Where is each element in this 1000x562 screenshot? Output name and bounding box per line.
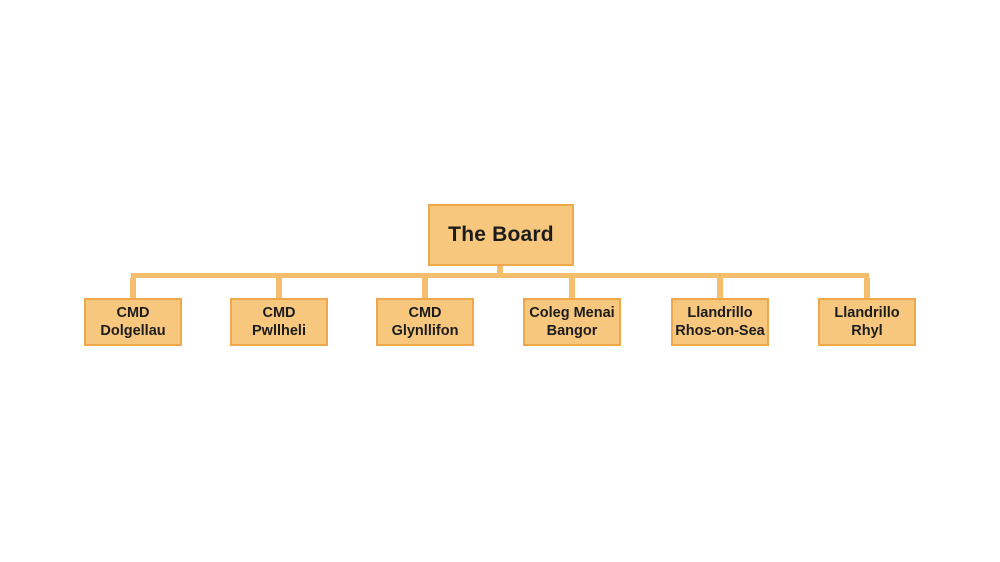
- org-node-cmd-pwllheli: CMD Pwllheli: [230, 298, 328, 346]
- connector-drop-3: [422, 278, 428, 298]
- connector-drop-4: [569, 278, 575, 298]
- org-node-label-line2: Pwllheli: [252, 323, 306, 339]
- org-node-label-line2: Bangor: [546, 323, 598, 339]
- connector-drop-1: [130, 278, 136, 298]
- connector-root-drop: [497, 266, 503, 273]
- connector-drop-2: [276, 278, 282, 298]
- org-node-llandrillo-rhyl: Llandrillo Rhyl: [818, 298, 916, 346]
- org-node-cmd-glynllifon: CMD Glynllifon: [376, 298, 474, 346]
- org-node-the-board: The Board: [428, 204, 574, 266]
- org-node-cmd-dolgellau: CMD Dolgellau: [84, 298, 182, 346]
- org-node-label-line2: Rhyl: [851, 323, 883, 339]
- org-node-coleg-menai-bangor: Coleg Menai Bangor: [523, 298, 621, 346]
- org-node-label-line2: Glynllifon: [391, 323, 459, 339]
- org-node-llandrillo-rhos-on-sea: Llandrillo Rhos-on-Sea: [671, 298, 769, 346]
- org-node-label-line1: CMD: [262, 305, 296, 321]
- org-node-label-line1: Llandrillo: [687, 305, 753, 321]
- org-node-label-line1: CMD: [408, 305, 442, 321]
- org-node-label-line2: Dolgellau: [100, 323, 166, 339]
- org-node-label: The Board: [448, 223, 554, 246]
- connector-drop-5: [717, 278, 723, 298]
- connector-drop-6: [864, 278, 870, 298]
- connector-trunk: [131, 273, 869, 278]
- org-node-label-line1: Llandrillo: [834, 305, 900, 321]
- org-node-label-line1: CMD: [116, 305, 150, 321]
- org-node-label-line1: Coleg Menai: [529, 305, 615, 321]
- org-node-label-line2: Rhos-on-Sea: [675, 323, 765, 339]
